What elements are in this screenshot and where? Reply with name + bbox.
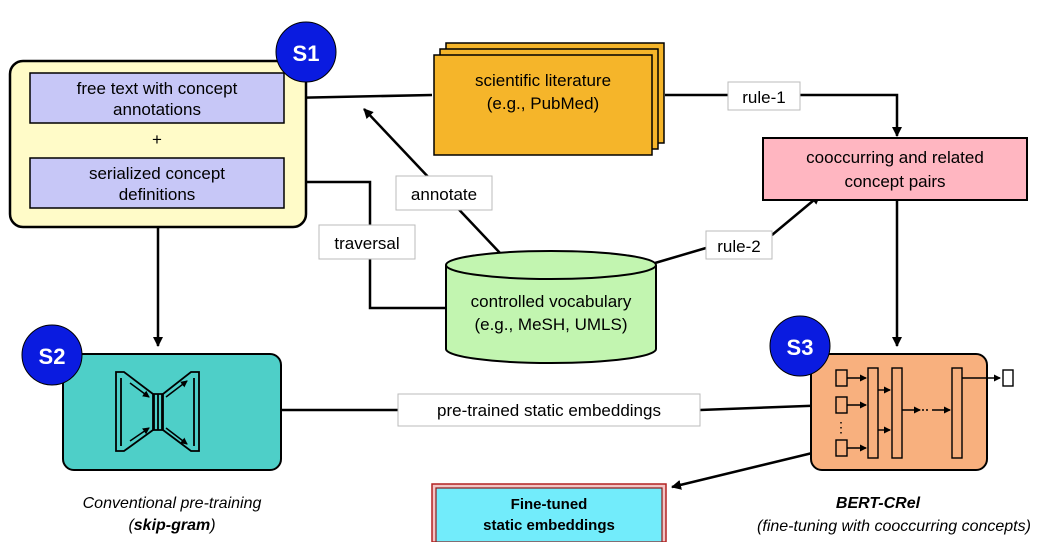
pairs-line1: cooccurring and related: [806, 148, 984, 167]
plus-sign: +: [152, 130, 162, 149]
rule1-label: rule-1: [727, 81, 801, 111]
serialized-line1: serialized concept: [89, 164, 225, 183]
arrow-literature-to-s1: [287, 92, 433, 103]
free-text-line2: annotations: [113, 100, 201, 119]
s2-container: [62, 353, 282, 471]
vocabulary-cylinder: controlled vocabulary (e.g., MeSH, UMLS): [445, 250, 657, 364]
serialized-line2: definitions: [119, 185, 196, 204]
literature-stack: scientific literature (e.g., PubMed): [433, 42, 665, 156]
traversal-label: traversal: [318, 224, 416, 260]
svg-text:S1: S1: [293, 41, 320, 66]
svg-text:pre-trained static embeddings: pre-trained static embeddings: [437, 401, 661, 420]
badge-s3: S3: [769, 315, 831, 377]
svg-text:annotate: annotate: [411, 185, 477, 204]
caption-skipgram: skip-gram: [134, 517, 210, 534]
caption-bert-line2: (fine-tuning with cooccurring concepts): [757, 518, 1031, 535]
vocabulary-line1: controlled vocabulary: [471, 292, 632, 311]
vocabulary-line2: (e.g., MeSH, UMLS): [474, 315, 627, 334]
s3-container: ⋮: [810, 353, 1014, 471]
finetuned-line1: Fine-tuned: [511, 496, 588, 513]
caption-bert-line1: BERT-CRel: [836, 495, 921, 512]
s1-container: free text with concept annotations + ser…: [8, 59, 308, 229]
rule2-label: rule-2: [705, 230, 773, 260]
svg-text:S3: S3: [787, 335, 814, 360]
serialized-box: [29, 157, 285, 209]
pairs-line2: concept pairs: [844, 172, 945, 191]
badge-s2: S2: [21, 324, 83, 386]
arrow-s3-to-finetuned: [671, 446, 834, 490]
finetuned-line2: static embeddings: [483, 517, 615, 534]
svg-text:rule-2: rule-2: [717, 237, 760, 256]
annotate-label: annotate: [395, 175, 493, 211]
pretrained-label: pre-trained static embeddings: [397, 393, 701, 427]
finetuned-box: Fine-tuned static embeddings: [431, 483, 667, 542]
caption-conventional-line1: Conventional pre-training: [83, 495, 262, 512]
free-text-line1: free text with concept: [77, 79, 238, 98]
badge-s1: S1: [275, 21, 337, 83]
caption-conventional-line2: (skip-gram): [128, 517, 215, 534]
svg-text:rule-1: rule-1: [742, 88, 785, 107]
literature-line2: (e.g., PubMed): [487, 94, 599, 113]
concept-pairs-box: cooccurring and related concept pairs: [762, 137, 1028, 201]
svg-text:S2: S2: [39, 344, 66, 369]
skip-gram-icon: [115, 371, 200, 452]
svg-text:⋮: ⋮: [834, 419, 848, 435]
literature-line1: scientific literature: [475, 71, 611, 90]
line-vocab-to-rule2: [654, 246, 707, 265]
arrow-rule1-to-pairs: [800, 93, 902, 137]
svg-text:traversal: traversal: [334, 234, 399, 253]
free-text-box: [29, 72, 285, 124]
network-icon: ⋮: [834, 367, 1014, 459]
arrow-rule2-to-pairs: [771, 194, 821, 236]
